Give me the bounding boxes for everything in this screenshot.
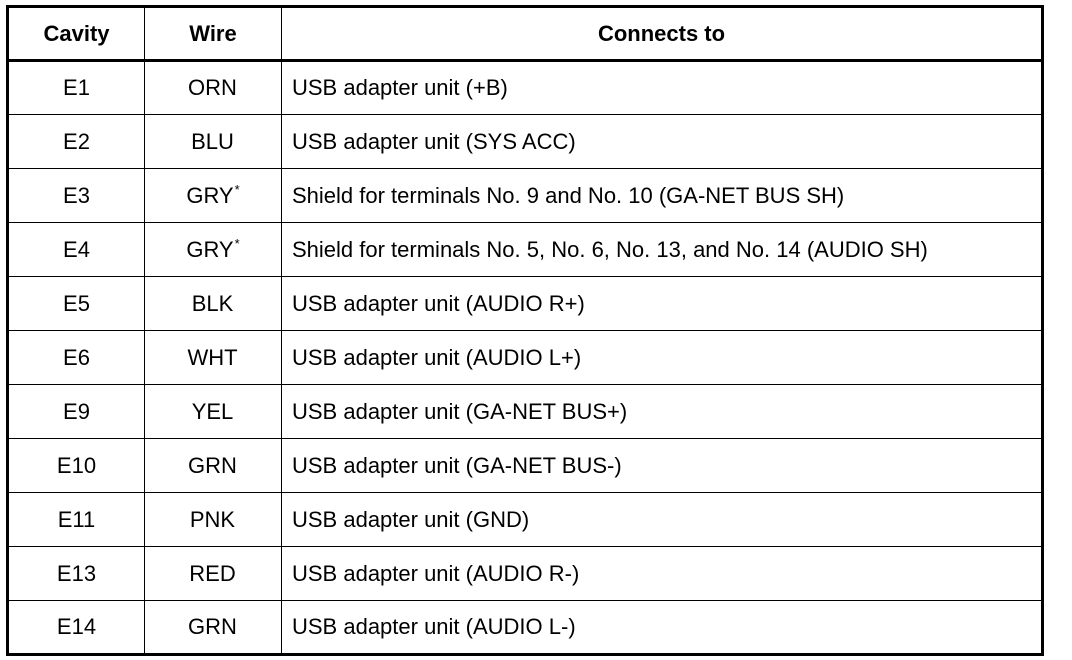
- cell-wire: GRN: [144, 438, 282, 493]
- cell-cavity: E3: [7, 168, 145, 223]
- cell-connects-to: USB adapter unit (GND): [281, 492, 1043, 547]
- cell-connects-to: USB adapter unit (+B): [281, 60, 1043, 115]
- cell-cavity: E14: [7, 600, 145, 655]
- cell-connects-to: USB adapter unit (SYS ACC): [281, 114, 1043, 169]
- table-row: E9 YEL USB adapter unit (GA-NET BUS+): [7, 384, 1043, 439]
- wire-color: PNK: [189, 506, 236, 532]
- wire-color: GRY: [186, 182, 234, 208]
- table-header-row: Cavity Wire Connects to: [7, 6, 1043, 62]
- wire-color: YEL: [191, 398, 234, 424]
- cell-wire: RED: [144, 546, 282, 601]
- wire-color: GRN: [188, 614, 237, 639]
- cell-wire: WHT: [144, 330, 282, 385]
- wire-color: BLU: [191, 128, 234, 154]
- table-row: E3 GRY* Shield for terminals No. 9 and N…: [7, 168, 1043, 223]
- wire-color: WHT: [187, 344, 238, 370]
- cell-cavity: E6: [7, 330, 145, 385]
- cell-connects-to: USB adapter unit (AUDIO R+): [281, 276, 1043, 331]
- cell-wire: GRN: [144, 600, 282, 655]
- header-cavity: Cavity: [7, 6, 145, 62]
- cell-cavity: E4: [7, 222, 145, 277]
- wire-color: GRY: [186, 236, 234, 262]
- cell-connects-to: USB adapter unit (GA-NET BUS+): [281, 384, 1043, 439]
- cell-cavity: E11: [7, 492, 145, 547]
- cell-connects-to: Shield for terminals No. 5, No. 6, No. 1…: [281, 222, 1043, 277]
- cell-connects-to: USB adapter unit (AUDIO L+): [281, 330, 1043, 385]
- cavity-table-container: Cavity Wire Connects to E1 ORN USB adapt…: [6, 5, 1044, 656]
- cell-connects-to: USB adapter unit (AUDIO R-): [281, 546, 1043, 601]
- cell-wire: ORN: [144, 60, 282, 115]
- cell-cavity: E5: [7, 276, 145, 331]
- cell-cavity: E9: [7, 384, 145, 439]
- table-row: E4 GRY* Shield for terminals No. 5, No. …: [7, 222, 1043, 277]
- cell-connects-to: Shield for terminals No. 9 and No. 10 (G…: [281, 168, 1043, 223]
- cell-connects-to: USB adapter unit (AUDIO L-): [281, 600, 1043, 655]
- cell-wire: PNK: [144, 492, 282, 547]
- table-row: E5 BLK USB adapter unit (AUDIO R+): [7, 276, 1043, 331]
- cell-wire: GRY*: [144, 168, 282, 223]
- cell-cavity: E1: [7, 60, 145, 115]
- cavity-wire-table: Cavity Wire Connects to E1 ORN USB adapt…: [6, 5, 1044, 656]
- table-row: E6 WHT USB adapter unit (AUDIO L+): [7, 330, 1043, 385]
- table-row: E2 BLU USB adapter unit (SYS ACC): [7, 114, 1043, 169]
- table-row: E10 GRN USB adapter unit (GA-NET BUS-): [7, 438, 1043, 493]
- cell-cavity: E13: [7, 546, 145, 601]
- wire-color: ORN: [188, 75, 237, 100]
- cell-wire: YEL: [144, 384, 282, 439]
- table-row: E13 RED USB adapter unit (AUDIO R-): [7, 546, 1043, 601]
- wire-color: BLK: [191, 290, 234, 316]
- cell-wire: GRY*: [144, 222, 282, 277]
- cell-connects-to: USB adapter unit (GA-NET BUS-): [281, 438, 1043, 493]
- wire-color: RED: [189, 560, 236, 586]
- wire-color: GRN: [188, 452, 237, 478]
- table-row: E11 PNK USB adapter unit (GND): [7, 492, 1043, 547]
- cell-wire: BLK: [144, 276, 282, 331]
- table-row: E14 GRN USB adapter unit (AUDIO L-): [7, 600, 1043, 655]
- header-connects-to: Connects to: [281, 6, 1043, 62]
- table-row: E1 ORN USB adapter unit (+B): [7, 60, 1043, 115]
- cell-cavity: E10: [7, 438, 145, 493]
- cell-wire: BLU: [144, 114, 282, 169]
- footnote-mark: *: [234, 181, 240, 197]
- header-wire: Wire: [144, 6, 282, 62]
- footnote-mark: *: [234, 235, 240, 251]
- cell-cavity: E2: [7, 114, 145, 169]
